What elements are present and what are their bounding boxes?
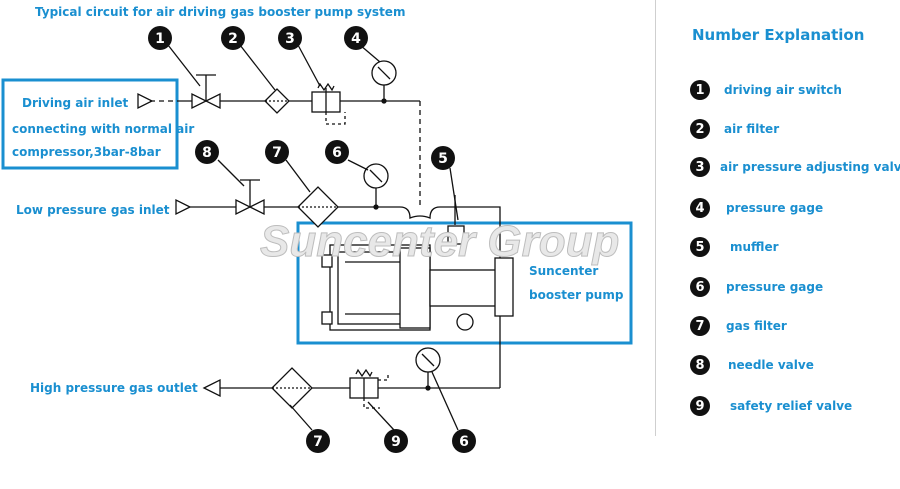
legend-number: 2 bbox=[690, 119, 710, 139]
legend-number: 3 bbox=[690, 157, 710, 177]
legend-item: 4 pressure gage bbox=[690, 197, 823, 219]
legend-number: 5 bbox=[690, 237, 710, 257]
low-pressure-inlet-label: Low pressure gas inlet bbox=[16, 203, 170, 217]
legend-text: air pressure adjusting valve bbox=[720, 160, 900, 174]
legend-item: 9 safety relief valve bbox=[690, 395, 852, 417]
driving-air-inlet-label: Driving air inlet bbox=[22, 96, 129, 110]
legend-item: 7 gas filter bbox=[690, 315, 787, 337]
driving-air-inlet-label-3: compressor,3bar-8bar bbox=[12, 145, 161, 159]
legend-text: safety relief valve bbox=[730, 399, 853, 413]
svg-text:4: 4 bbox=[351, 31, 361, 47]
legend-number: 9 bbox=[690, 396, 710, 416]
legend-number: 7 bbox=[690, 316, 710, 336]
legend-text: muffler bbox=[730, 240, 779, 254]
callout-8: 8 bbox=[195, 140, 219, 164]
callout-7-top: 7 bbox=[265, 140, 289, 164]
legend-item: 2 air filter bbox=[690, 118, 779, 140]
callout-6-bottom: 6 bbox=[452, 429, 476, 453]
callout-7-bottom: 7 bbox=[306, 429, 330, 453]
callout-9: 9 bbox=[384, 429, 408, 453]
watermark-text: Suncenter Group bbox=[260, 217, 619, 266]
svg-text:6: 6 bbox=[459, 434, 469, 450]
legend-text: needle valve bbox=[728, 358, 814, 372]
legend-item: 5 muffler bbox=[690, 236, 779, 258]
legend-item: 1 driving air switch bbox=[690, 79, 842, 101]
circuit-diagram: Suncenter Group 1 2 3 4 8 7 6 5 7 9 6 bbox=[1, 26, 633, 453]
driving-air-inlet-label-2: connecting with normal air bbox=[12, 122, 195, 136]
svg-text:7: 7 bbox=[313, 434, 323, 450]
driving-air-highlight-box bbox=[1, 78, 179, 170]
high-pressure-outlet-label: High pressure gas outlet bbox=[30, 381, 198, 395]
svg-text:7: 7 bbox=[272, 145, 282, 161]
legend-item: 3 air pressure adjusting valve bbox=[690, 156, 900, 178]
pump-label-1: Suncenter bbox=[529, 264, 599, 278]
callout-1: 1 bbox=[148, 26, 172, 50]
svg-text:3: 3 bbox=[285, 31, 295, 47]
pump-label-2: booster pump bbox=[529, 288, 624, 302]
legend-number: 1 bbox=[690, 80, 710, 100]
drive-air-inlet-arrow bbox=[137, 92, 154, 110]
legend-text: pressure gage bbox=[726, 280, 824, 294]
legend-number: 8 bbox=[690, 355, 710, 375]
svg-text:9: 9 bbox=[391, 434, 401, 450]
svg-text:8: 8 bbox=[202, 145, 212, 161]
legend-text: driving air switch bbox=[724, 83, 842, 97]
callout-2: 2 bbox=[221, 26, 245, 50]
legend-number: 4 bbox=[690, 198, 710, 218]
diagram-title: Typical circuit for air driving gas boos… bbox=[35, 5, 406, 19]
legend-text: air filter bbox=[724, 122, 780, 136]
svg-text:1: 1 bbox=[155, 31, 165, 47]
legend-text: pressure gage bbox=[726, 201, 824, 215]
svg-text:6: 6 bbox=[332, 145, 342, 161]
legend-item: 8 needle valve bbox=[690, 354, 814, 376]
legend-title: Number Explanation bbox=[692, 26, 865, 44]
callout-5: 5 bbox=[431, 146, 455, 170]
svg-text:2: 2 bbox=[228, 31, 238, 47]
legend-divider bbox=[655, 0, 656, 436]
callout-badges: 1 2 3 4 8 7 6 5 7 9 6 bbox=[148, 26, 476, 453]
callout-3: 3 bbox=[278, 26, 302, 50]
callout-6-top: 6 bbox=[325, 140, 349, 164]
legend-text: gas filter bbox=[726, 319, 787, 333]
callout-4: 4 bbox=[344, 26, 368, 50]
pump-highlight-box bbox=[296, 221, 633, 345]
legend-number: 6 bbox=[690, 277, 710, 297]
svg-text:5: 5 bbox=[438, 151, 448, 167]
legend-item: 6 pressure gage bbox=[690, 276, 823, 298]
